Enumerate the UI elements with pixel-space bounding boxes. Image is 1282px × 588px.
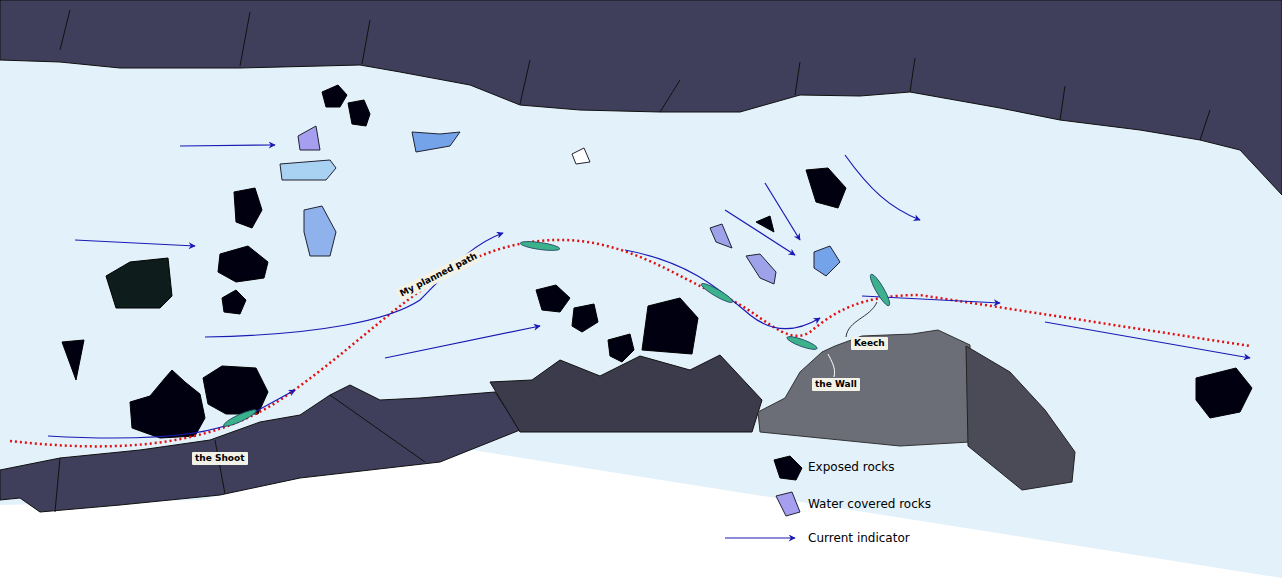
leader-line — [846, 302, 877, 337]
legend-text: Current indicator — [808, 531, 910, 545]
leader-line — [828, 354, 835, 377]
legend-text: Exposed rocks — [808, 460, 895, 474]
legend-text: Water covered rocks — [808, 497, 931, 511]
legend-sample — [774, 456, 802, 480]
planned-path — [10, 240, 1250, 447]
legend-sample — [725, 537, 795, 538]
legend-sample — [776, 492, 800, 516]
place-label: the Wall — [812, 378, 860, 391]
rock-outcrop — [966, 346, 1075, 490]
water-covered-rocks — [280, 126, 840, 284]
kayaks — [222, 240, 892, 429]
place-label: Keech — [851, 337, 888, 350]
rock-outcrop — [490, 355, 762, 432]
current-arrows — [48, 145, 1250, 438]
exposed-rocks — [62, 85, 1252, 438]
place-label: the Shoot — [192, 452, 248, 465]
top-bank — [0, 0, 1282, 195]
the-wall-outcrop — [758, 330, 970, 446]
